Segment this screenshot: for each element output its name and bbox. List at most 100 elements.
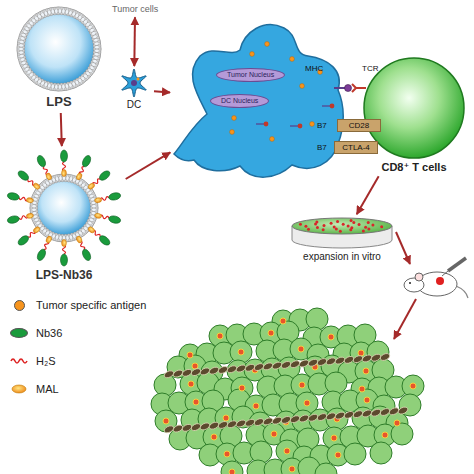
- liposome-nb36-part: [36, 213, 38, 215]
- flow-arrow: [61, 113, 62, 146]
- liposome-nb36-part: [53, 175, 56, 178]
- liposome-part: [93, 51, 95, 53]
- liposome-part: [36, 75, 38, 77]
- tumor-mass-part: [370, 442, 392, 464]
- nanobody-conjugate-part: [76, 235, 83, 243]
- liposome-part: [29, 77, 32, 80]
- liposome-part: [88, 29, 90, 31]
- petri-dish-part: [350, 219, 353, 222]
- liposome-part: [26, 33, 28, 35]
- liposome-part: [92, 26, 95, 29]
- liposome-part: [17, 42, 20, 45]
- receptor-symbols-part: [334, 87, 345, 89]
- liposome-nb36-part: [61, 234, 63, 236]
- petri-dish-part: [367, 228, 370, 231]
- tumor-mass-part: [306, 308, 328, 330]
- tumor-mass-part: [328, 334, 334, 340]
- liposome-part: [47, 14, 49, 16]
- liposome-nb36-part: [82, 187, 84, 189]
- liposome-part: [81, 21, 83, 23]
- liposome-nb36-part: [79, 229, 81, 231]
- liposome-part: [79, 19, 81, 21]
- petri-dish-part: [364, 226, 367, 229]
- nanobody-conjugate: [75, 154, 93, 181]
- liposome-part: [42, 10, 45, 13]
- liposome-nb36-part: [38, 219, 40, 221]
- liposome-nb36-part: [32, 218, 35, 221]
- liposome-nb36-part: [95, 207, 98, 210]
- process-arrow: [396, 232, 410, 264]
- liposome-nb36-part: [87, 195, 89, 197]
- liposome-part: [23, 53, 25, 55]
- petri-dish-part: [358, 223, 361, 226]
- liposome-part: [24, 59, 26, 61]
- dendritic-cell-small: DC: [116, 68, 152, 112]
- mouse-figure-part: [456, 286, 468, 298]
- liposome-nb36-part: [53, 238, 56, 241]
- liposome-part: [64, 83, 66, 85]
- receptor-symbols: [334, 84, 366, 92]
- liposome-part: [87, 75, 90, 78]
- liposome-part: [84, 72, 86, 74]
- liposome-part: [92, 69, 95, 72]
- liposome-part: [95, 33, 98, 36]
- nanobody-conjugate: [61, 150, 68, 177]
- tumor-mass-part: [315, 463, 337, 474]
- nanobody-conjugate-part: [16, 169, 30, 182]
- liposome-nb36-part: [33, 192, 36, 195]
- liposome-part: [42, 85, 45, 88]
- liposome-part: [94, 29, 97, 32]
- liposome-nb36-part: [43, 180, 46, 183]
- node-shape: [116, 68, 152, 98]
- nanobody-conjugate: [7, 192, 34, 205]
- tumor-mass-part: [331, 435, 337, 441]
- liposome-nb36-part: [49, 231, 51, 233]
- petri-dish-part: [380, 225, 383, 228]
- tumor-mass-part: [268, 330, 274, 336]
- liposome-nb36-part: [30, 174, 98, 242]
- liposome-part: [36, 20, 38, 22]
- liposome-part: [41, 17, 43, 19]
- liposome-part: [75, 11, 78, 14]
- liposome-part: [70, 81, 72, 83]
- liposome-part: [86, 26, 88, 28]
- liposome-nb36-part: [42, 224, 44, 226]
- liposome-part: [57, 88, 60, 91]
- liposome-part: [31, 25, 33, 27]
- petri-dish-part: [316, 226, 319, 229]
- liposome-part: [93, 48, 95, 50]
- liposome-part: [29, 28, 31, 30]
- liposome-part: [38, 77, 40, 79]
- t-cell-infiltrate: [163, 352, 391, 379]
- liposome-part: [91, 61, 93, 63]
- liposome-part: [27, 21, 30, 24]
- tumor-mass-part: [335, 452, 341, 458]
- legend-item: Nb36: [8, 326, 62, 340]
- liposome-nb36-part: [84, 189, 86, 191]
- liposome-nb36-part: [90, 207, 92, 209]
- liposome-part: [85, 78, 88, 81]
- tumor-mass-part: [187, 352, 193, 358]
- liposome-nb36-part: [82, 227, 84, 229]
- liposome-part: [21, 31, 24, 34]
- t-cell: CD8⁺ T cells: [362, 56, 466, 175]
- dendritic-cell-body-part: [265, 42, 270, 47]
- liposome-part: [87, 20, 90, 23]
- liposome-part: [24, 14, 94, 84]
- legend-item: MAL: [8, 382, 59, 396]
- liposome-nb36-part: [52, 232, 54, 234]
- tumor-mass-part: [326, 408, 348, 430]
- petri-dish-part: [307, 228, 310, 231]
- tumor-mass-part: [280, 318, 286, 324]
- liposome-nb36-part: [40, 222, 42, 224]
- receptor-label: B7: [317, 143, 327, 152]
- liposome-part: [57, 83, 59, 85]
- liposome-part: [27, 74, 30, 77]
- liposome-nb36-part: [40, 230, 43, 233]
- legend-symbol-part: [11, 359, 27, 363]
- liposome-part: [54, 83, 56, 85]
- liposome-part: [22, 46, 24, 48]
- flow-arrow: [357, 176, 379, 214]
- liposome-part: [91, 35, 93, 37]
- liposome-nb36-part: [93, 218, 96, 221]
